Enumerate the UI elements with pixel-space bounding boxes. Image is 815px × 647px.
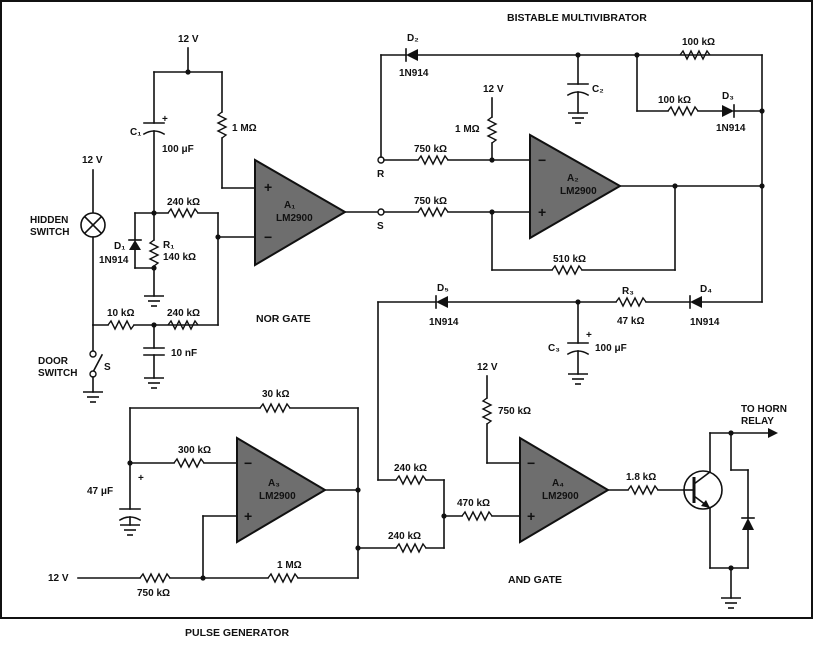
r-1m-a2: 1 MΩ [455,124,480,135]
door-label-2: SWITCH [38,368,77,379]
r1m-pg: 1 MΩ [277,560,302,571]
a3-part: LM2900 [259,491,296,502]
r750-s: 750 kΩ [414,196,447,207]
r240-c: 240 kΩ [394,463,427,474]
pin-s: S [377,221,384,232]
r30k: 30 kΩ [262,389,289,400]
r300k: 300 kΩ [178,445,211,456]
supply-12v-4: 12 V [477,362,498,373]
supply-12v-5: 12 V [48,573,69,584]
c3-label: C₃ [548,343,560,354]
hidden-label-2: SWITCH [30,227,69,238]
a2-label: A₂ [567,173,579,184]
pulse-section [77,402,361,584]
bistable-section [377,48,765,303]
d3-part: 1N914 [716,123,746,134]
and-section [357,375,778,609]
a2-plus: + [538,204,546,220]
r750-a4: 750 kΩ [498,406,531,417]
r100k-b: 100 kΩ [658,95,691,106]
d1-label: D₁ [114,241,125,252]
d1-part: 1N914 [99,255,129,266]
a1-minus: − [264,229,272,245]
hidden-label-1: HIDDEN [30,215,68,226]
door-label-1: DOOR [38,356,69,367]
supply-12v-2: 12 V [82,155,103,166]
r240-b: 240 kΩ [167,308,200,319]
r470: 470 kΩ [457,498,490,509]
a3-label: A₃ [268,478,280,489]
c10n: 10 nF [171,348,197,359]
c2-label: C₂ [592,84,604,95]
pin-r: R [377,169,385,180]
frame [0,0,813,619]
a4-label: A₄ [552,478,564,489]
r240-d: 240 kΩ [388,531,421,542]
r3-value: 47 kΩ [617,316,644,327]
op-amp-a3 [236,436,327,544]
input-section [80,47,385,403]
a2-minus: − [538,152,546,168]
delay-section [377,295,763,481]
title-bistable: BISTABLE MULTIVIBRATOR [507,12,647,24]
title-pulse: PULSE GENERATOR [185,627,289,639]
op-amp-a1 [254,158,347,267]
d5-part: 1N914 [429,317,459,328]
horn-label-2: RELAY [741,416,774,427]
door-switch-s: S [104,362,111,373]
r1-label: R₁ [163,240,174,251]
a4-part: LM2900 [542,491,579,502]
a2-part: LM2900 [560,186,597,197]
r10k: 10 kΩ [107,308,134,319]
d3-label: D₃ [722,91,734,102]
r1-value: 140 kΩ [163,252,196,263]
a4-minus: − [527,455,535,471]
d4-label: D₄ [700,284,712,295]
c1-label: C₁ [130,127,141,138]
c3-plus: + [586,330,592,341]
a1-part: LM2900 [276,213,313,224]
title-and: AND GATE [508,574,562,586]
r100k-a: 100 kΩ [682,37,715,48]
a4-plus: + [527,508,535,524]
supply-12v-3: 12 V [483,84,504,95]
d4-part: 1N914 [690,317,720,328]
c47: 47 μF [87,486,113,497]
r1-8k: 1.8 kΩ [626,472,656,483]
d5-label: D₅ [437,283,449,294]
horn-label-1: TO HORN [741,404,787,415]
r-1m-top: 1 MΩ [232,123,257,134]
a1-plus: + [264,179,272,195]
r750-pg: 750 kΩ [137,588,170,599]
title-nor: NOR GATE [256,313,311,325]
d2-part: 1N914 [399,68,429,79]
op-amp-a4 [519,436,610,544]
labels: BISTABLE MULTIVIBRATOR NOR GATE PULSE GE… [30,12,787,639]
a3-plus: + [244,508,252,524]
r3-label: R₃ [622,286,634,297]
c3-value: 100 μF [595,343,627,354]
a1-label: A₁ [284,200,295,211]
c1-value: 100 μF [162,144,194,155]
r510: 510 kΩ [553,254,586,265]
op-amp-a2 [529,133,623,240]
r240-a: 240 kΩ [167,197,200,208]
a3-minus: − [244,455,252,471]
r750-r: 750 kΩ [414,144,447,155]
c1-plus: + [162,114,168,125]
supply-12v-1: 12 V [178,34,199,45]
d2-label: D₂ [407,33,419,44]
c47-plus: + [138,473,144,484]
